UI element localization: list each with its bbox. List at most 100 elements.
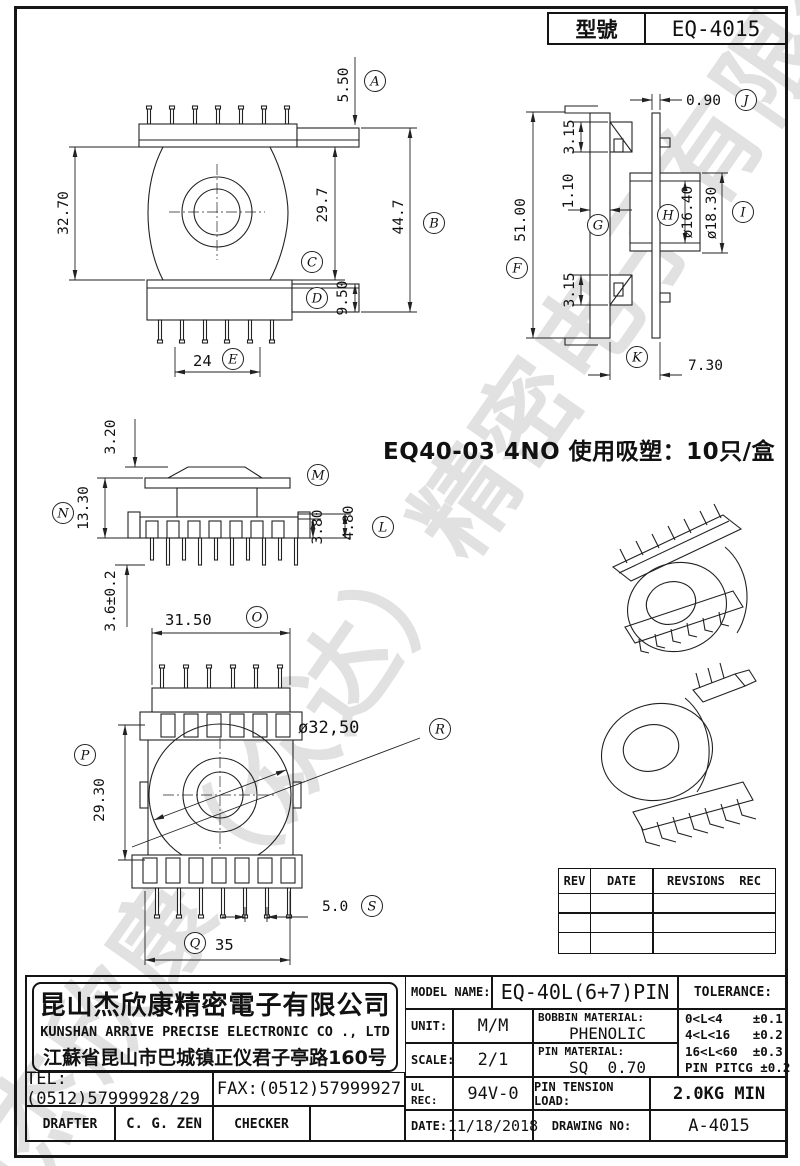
dim-44.7: 44.7 B [361, 127, 445, 313]
rev-header-revisions: REVSIONS REC [652, 868, 776, 894]
dim-13.30: 13.30 N [52, 477, 143, 539]
pin-tension-value: 2.0KG MIN [650, 1077, 788, 1110]
tolerance-row: PIN PITCG ±0.2 [685, 1060, 791, 1075]
company-name-cn: 昆山杰欣康精密電子有限公司 [39, 990, 391, 1021]
dim-5.0: 5.0 S [222, 895, 383, 922]
unit-label: UNIT: [405, 1009, 453, 1043]
bobbin-material-cell: BOBBIN MATERIAL: PHENOLIC [533, 1009, 678, 1043]
drafter-label: DRAFTER [25, 1106, 115, 1142]
svg-text:7.30: 7.30 [688, 358, 723, 374]
svg-text:29.7: 29.7 [315, 188, 331, 223]
model-number-value: EQ-4015 [671, 16, 761, 41]
svg-text:44.7: 44.7 [391, 200, 407, 235]
dim-9.50: 9.50 D [306, 281, 358, 316]
svg-text:H: H [661, 209, 674, 224]
svg-text:R: R [434, 723, 445, 738]
svg-text:I: I [739, 206, 746, 221]
svg-text:9.50: 9.50 [335, 281, 351, 316]
svg-text:D: D [311, 292, 323, 307]
checker-label: CHECKER [213, 1106, 310, 1142]
tolerance-cell: 0<L<4 ±0.1 4<L<16 ±0.2 16<L<60 ±0.3 PIN … [678, 1009, 791, 1077]
svg-text:O: O [252, 611, 263, 626]
bobbin-material-value: PHENOLIC [568, 1024, 647, 1043]
dim-diameter: ø32,50 R [131, 718, 451, 848]
unit-value: M/M [453, 1009, 533, 1043]
ul-rec-value: 94V-0 [453, 1077, 533, 1110]
tel-cell: TEL:(0512)57999928/29 [25, 1069, 213, 1109]
svg-text:F: F [511, 262, 522, 277]
svg-text:51.00: 51.00 [513, 198, 529, 242]
ul-rec-label: UL REC: [405, 1077, 453, 1110]
dim-32.70: 32.70 [56, 146, 145, 281]
svg-text:29.30: 29.30 [92, 778, 108, 822]
scale-label: SCALE: [405, 1043, 454, 1077]
dim-4.80: 4.80 L [298, 506, 394, 541]
rev-row-cell [589, 931, 654, 954]
dim-29.30: 29.30 P [74, 724, 145, 861]
tolerance-row: 16<L<60 ±0.3 [685, 1043, 783, 1059]
rev-row-cell [652, 912, 776, 933]
svg-text:31.50: 31.50 [165, 611, 212, 629]
svg-text:C: C [307, 256, 317, 271]
model-number-box: 型號 EQ-4015 [547, 12, 788, 45]
svg-text:N: N [56, 507, 69, 522]
profile-view: 3.20 13.30 N M 3.80 4.80 L 3.6±0.2 [52, 419, 394, 632]
rev-row-cell [589, 912, 654, 933]
company-name-en: KUNSHAN ARRIVE PRECISE ELECTRONIC CO ., … [40, 1023, 390, 1040]
svg-text:3.80: 3.80 [310, 510, 326, 545]
dim-core-18.30: ø18.30 I [702, 172, 754, 254]
svg-text:3.6±0.2: 3.6±0.2 [103, 570, 119, 631]
dim-3.6: 3.6±0.2 [103, 564, 145, 632]
bobbin-material-label: BOBBIN MATERIAL: [538, 1011, 644, 1024]
svg-text:A: A [369, 75, 379, 90]
fax-cell: FAX:(0512)57999927 [213, 1072, 405, 1106]
dim-0.90: 0.90 J [630, 89, 757, 111]
top-top-pins [158, 664, 284, 689]
tolerance-row: 4<L<16 ±0.2 [685, 1027, 783, 1042]
model-number-label: 型號 [549, 14, 646, 43]
iso-view-upper [611, 503, 748, 654]
svg-text:Q: Q [190, 937, 201, 952]
rev-row-cell [652, 931, 776, 954]
dim-3.20: 3.20 [103, 419, 168, 468]
dim-7.30: 7.30 K [588, 342, 723, 380]
dim-3.80: 3.80 [298, 510, 351, 545]
svg-text:35: 35 [215, 936, 234, 954]
svg-text:ø18.30: ø18.30 [704, 187, 720, 239]
tolerance-label: TOLERANCE: [678, 975, 788, 1009]
sheet-frame [14, 6, 788, 1158]
date-value: 11/18/2018 [448, 1110, 538, 1142]
pin-material-cell: PIN MATERIAL: SQ 0.70 [533, 1043, 678, 1077]
checker-value [310, 1106, 405, 1142]
svg-text:1.10: 1.10 [561, 174, 577, 209]
rev-header-rev: REV [558, 868, 591, 894]
profile-pins [149, 537, 299, 566]
svg-text:G: G [593, 219, 603, 234]
svg-text:J: J [740, 94, 749, 109]
rev-row-cell [652, 892, 776, 914]
svg-text:5.0: 5.0 [322, 899, 348, 915]
svg-text:K: K [631, 351, 643, 366]
rev-row-cell [558, 931, 591, 954]
profile-body [127, 466, 311, 539]
top-bottom-pins [153, 887, 293, 919]
pin-material-value: SQ 0.70 [568, 1058, 647, 1077]
rev-header-date: DATE [589, 868, 654, 894]
dim-1.10: 1.10 G [561, 174, 632, 236]
dim-5.50: 5.50 A [336, 57, 386, 126]
iso-upper-shape [611, 503, 748, 654]
dim-core-16.40: ø16.40 H [657, 180, 696, 244]
svg-text:L: L [378, 521, 388, 536]
svg-text:ø16.40: ø16.40 [680, 186, 696, 238]
svg-text:13.30: 13.30 [76, 486, 92, 530]
dim-3.15-lower: 3.15 [562, 273, 608, 307]
dim-3.15-upper: 3.15 [562, 120, 608, 154]
company-box: 昆山杰欣康精密電子有限公司 KUNSHAN ARRIVE PRECISE ELE… [32, 982, 398, 1072]
rev-row-cell [558, 912, 591, 933]
svg-text:24: 24 [193, 352, 212, 370]
svg-text:0.90: 0.90 [686, 93, 721, 109]
dim-29.7: 29.7 C [292, 146, 345, 281]
svg-text:4.80: 4.80 [341, 506, 357, 541]
svg-text:E: E [227, 353, 238, 368]
